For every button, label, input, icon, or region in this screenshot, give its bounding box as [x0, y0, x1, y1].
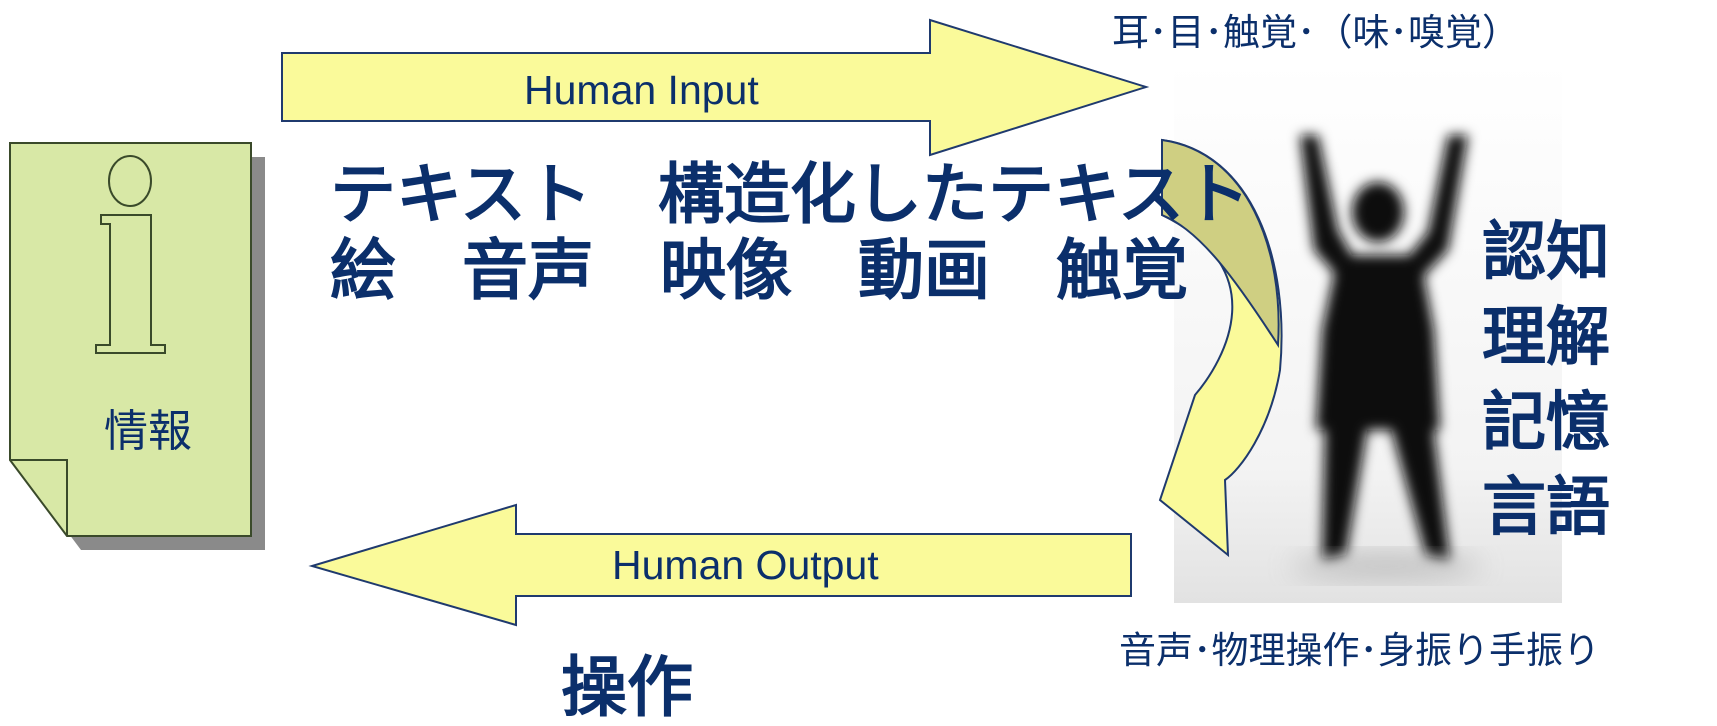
cognition-item-memory: 記憶 — [1482, 386, 1610, 460]
cognition-item-language: 言語 — [1482, 471, 1610, 545]
cognition-curve-arrow — [1158, 138, 1283, 558]
human-input-arrow — [281, 18, 1150, 157]
human-output-label: Human Output — [612, 542, 879, 588]
person-photo — [1174, 62, 1562, 603]
input-senses-caption: 耳･目･触覚･（味･嗅覚） — [1112, 11, 1519, 54]
info-icon — [95, 155, 166, 354]
info-document-fold — [10, 459, 68, 536]
info-document-page — [9, 142, 252, 537]
output-media-label: 操作 — [561, 649, 693, 726]
input-media-line-1: テキスト 構造化したテキスト — [330, 156, 1251, 233]
info-document-label: 情報 — [104, 406, 192, 457]
cognition-item-recognition: 認知 — [1482, 216, 1610, 290]
cognition-item-understanding: 理解 — [1482, 301, 1610, 375]
input-media-line-2: 絵 音声 映像 動画 触覚 — [330, 232, 1188, 309]
human-output-arrow — [308, 503, 1132, 627]
human-input-label: Human Input — [524, 67, 759, 113]
info-document — [9, 142, 265, 550]
output-modes-caption: 音声･物理操作･身振り手振り — [1119, 629, 1600, 672]
